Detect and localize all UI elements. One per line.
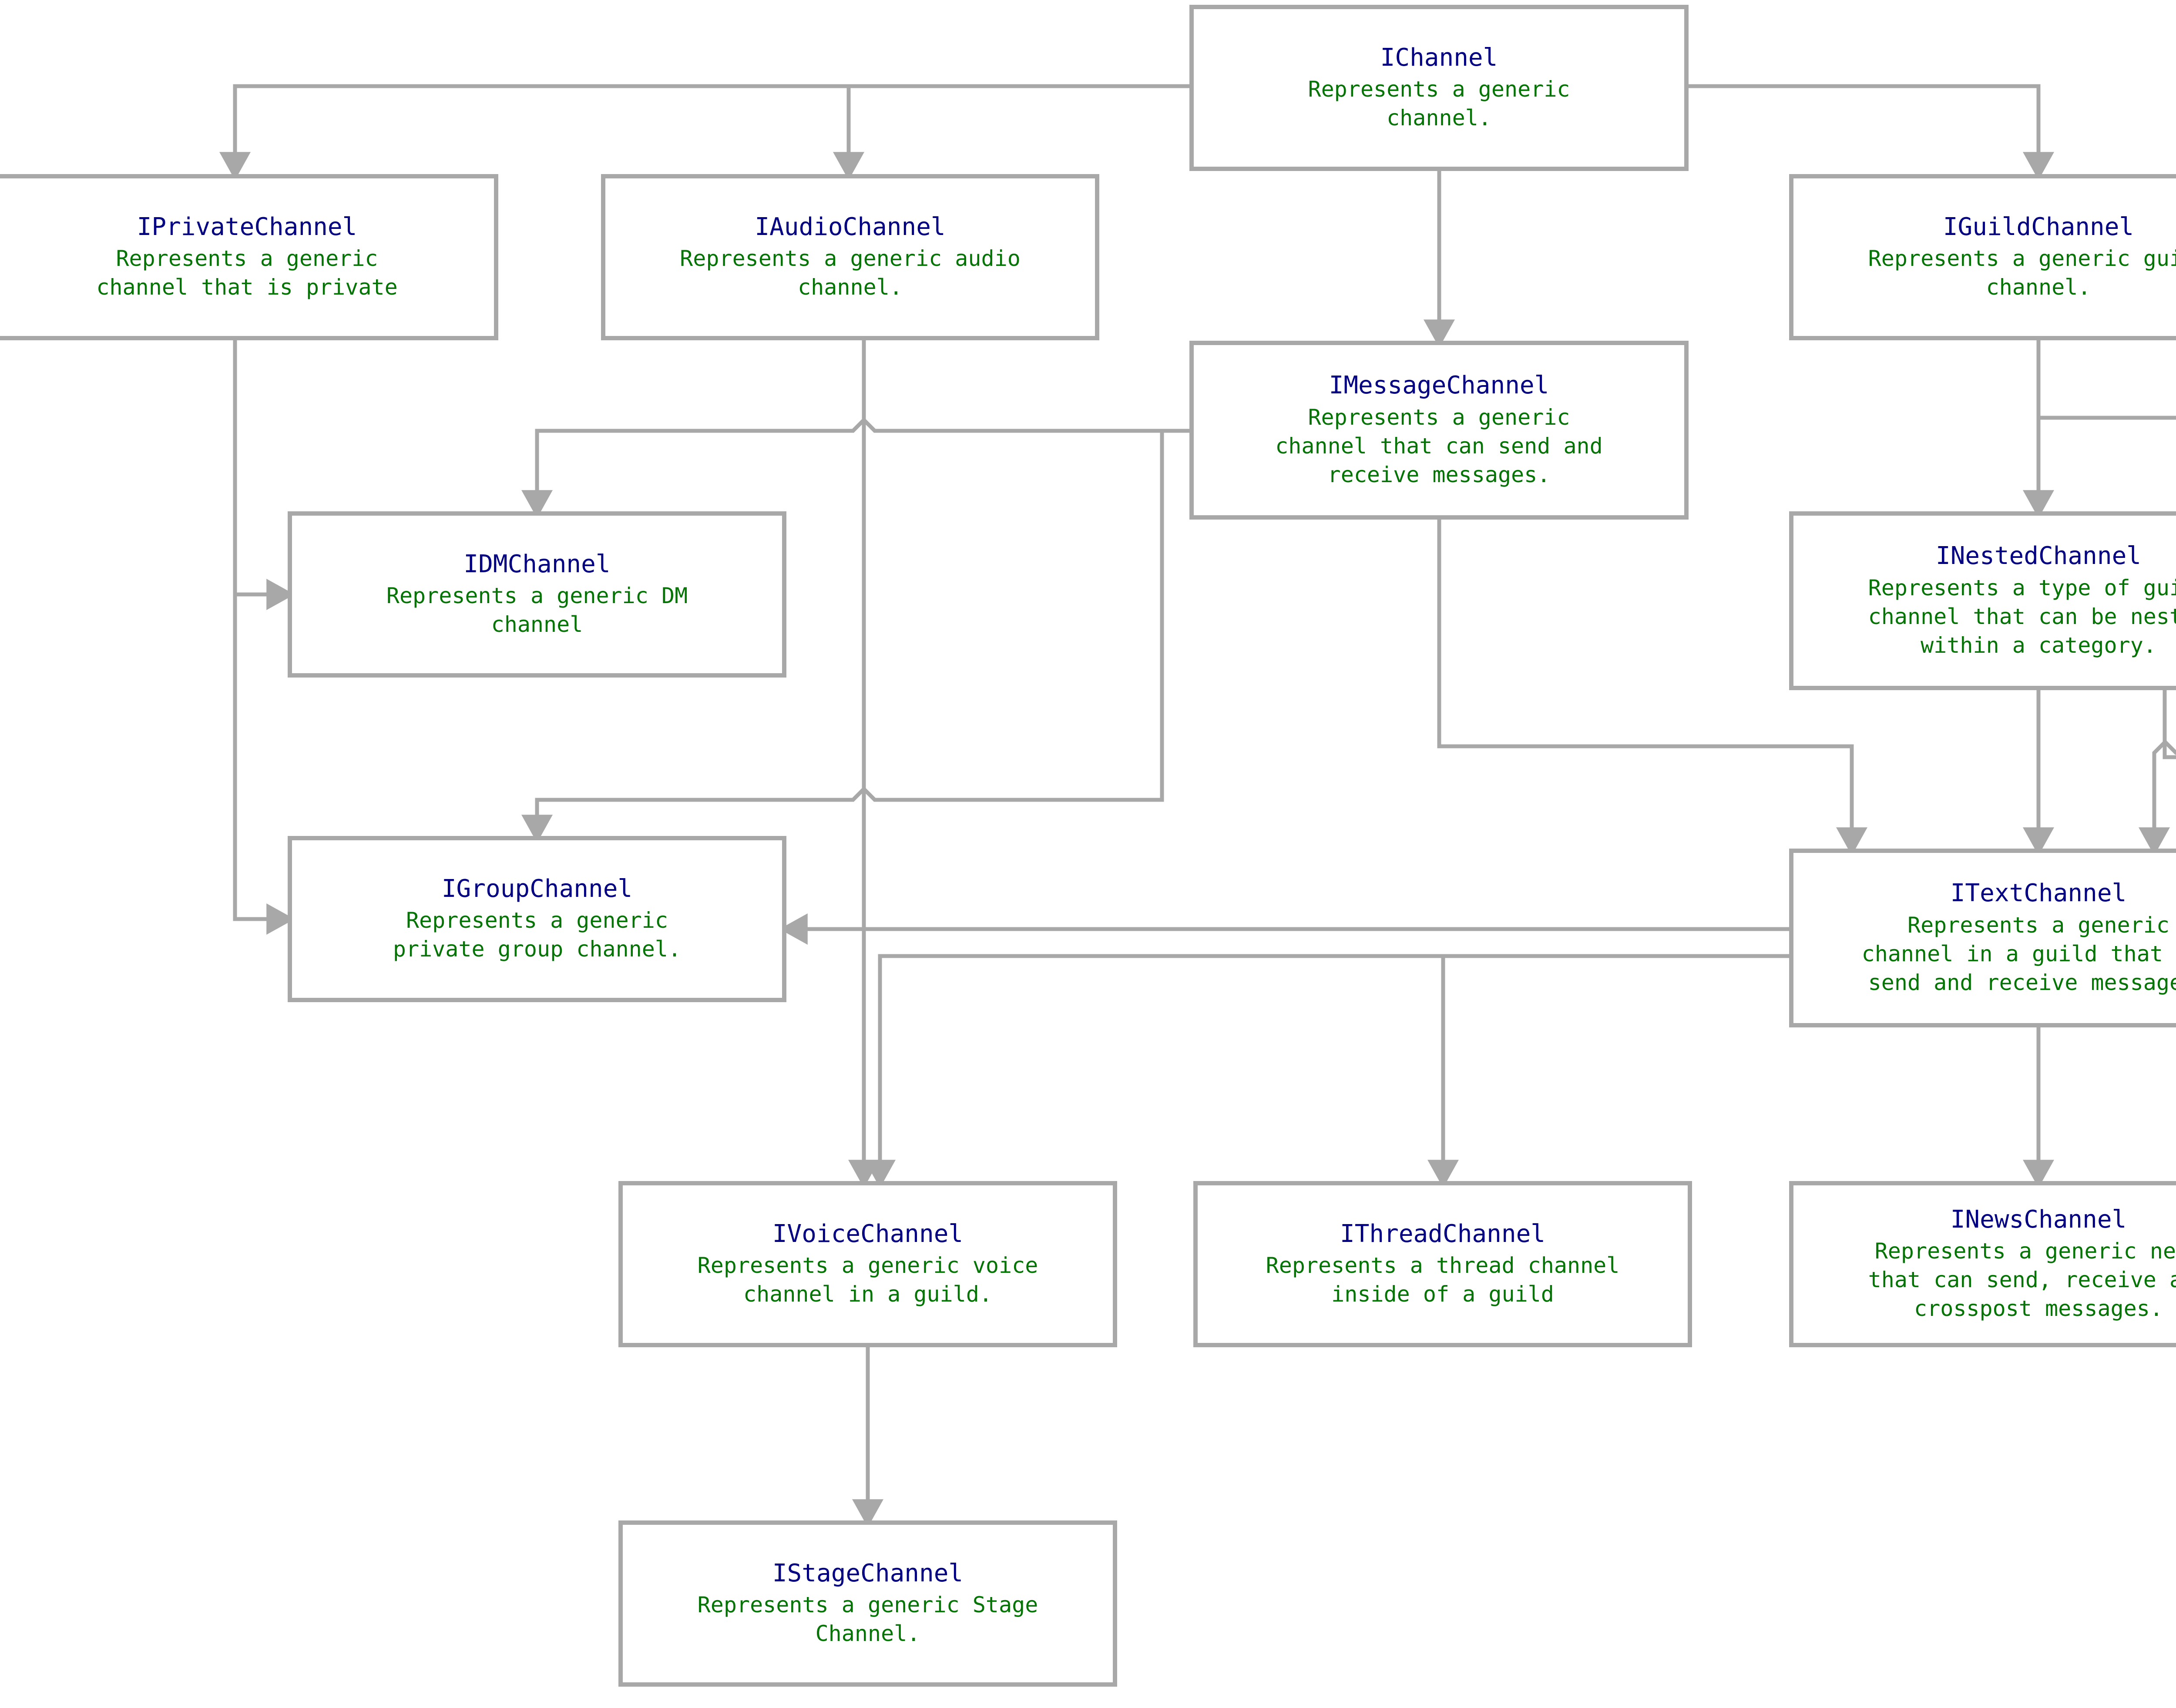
node-title: ITextChannel <box>1950 879 2127 908</box>
node-title: INestedChannel <box>1935 542 2141 570</box>
node-description: Represents a generic voice channel in a … <box>697 1253 1038 1307</box>
node-iguildchannel[interactable]: IGuildChannel Represents a generic guild… <box>1789 174 2176 340</box>
node-title: IAudioChannel <box>755 212 946 241</box>
node-ichannel[interactable]: IChannel Represents a generic channel. <box>1189 5 1689 171</box>
node-istagechannel[interactable]: IStageChannel Represents a generic Stage… <box>618 1520 1117 1687</box>
node-description: Represents a generic channel in a guild … <box>1861 912 2176 995</box>
node-title: IChannel <box>1380 43 1498 72</box>
edge-iprivatechannel-igroupchannel <box>233 340 295 935</box>
edge-group <box>219 84 2176 1527</box>
edge-imessagechannel-itextchannel <box>1437 520 1867 856</box>
edge-iguildchannel-iintegrationchannel <box>2036 340 2176 420</box>
node-title: IPrivateChannel <box>137 212 357 241</box>
node-description: Represents a generic audio channel. <box>680 246 1021 300</box>
edge-iprivatechannel-idmchannel <box>233 340 295 610</box>
node-inewschannel[interactable]: INewsChannel Represents a generic news t… <box>1789 1181 2176 1347</box>
node-description: Represents a thread channel inside of a … <box>1266 1253 1620 1307</box>
edge-itextchannel-ithreadchannel <box>1427 954 1789 1188</box>
node-description: Represents a generic channel that can se… <box>1275 404 1603 487</box>
node-description: Represents a type of guild channel that … <box>1868 575 2176 658</box>
node-title: IGuildChannel <box>1943 212 2134 241</box>
node-title: IMessageChannel <box>1329 371 1549 400</box>
edge-ichannel-iprivatechannel <box>219 84 1189 180</box>
node-iprivatechannel[interactable]: IPrivateChannel Represents a generic cha… <box>0 174 498 340</box>
node-inestedchannel[interactable]: INestedChannel Represents a type of guil… <box>1789 511 2176 690</box>
node-title: IStageChannel <box>772 1559 964 1587</box>
node-igroupchannel[interactable]: IGroupChannel Represents a generic priva… <box>288 836 786 1002</box>
node-ivoicechannel[interactable]: IVoiceChannel Represents a generic voice… <box>618 1181 1117 1347</box>
node-title: IThreadChannel <box>1340 1219 1545 1248</box>
node-ithreadchannel[interactable]: IThreadChannel Represents a thread chann… <box>1193 1181 1692 1347</box>
node-description: Represents a generic Stage Channel. <box>697 1592 1038 1647</box>
node-title: IVoiceChannel <box>772 1219 964 1248</box>
node-idmchannel[interactable]: IDMChannel Represents a generic DM chann… <box>288 511 786 678</box>
node-title: IGroupChannel <box>441 874 633 903</box>
edge-ichannel-iguildchannel <box>1689 84 2054 180</box>
node-description: Represents a generic channel that is pri… <box>96 246 398 300</box>
edge-iintegrationchannel-itextchannel <box>2139 739 2176 856</box>
edge-ichannel-iaudiochannel <box>833 84 1189 180</box>
edge-itextchannel-ivoicechannel <box>864 954 1789 1188</box>
node-title: IDMChannel <box>463 550 611 578</box>
node-description: Represents a generic news that can send,… <box>1868 1238 2176 1322</box>
node-description: Represents a generic DM channel <box>386 583 688 638</box>
node-imessagechannel[interactable]: IMessageChannel Represents a generic cha… <box>1189 341 1689 520</box>
node-title: INewsChannel <box>1950 1205 2127 1234</box>
node-description: Represents a generic private group chann… <box>393 908 682 962</box>
edge-imessagechannel-idmchannel <box>521 417 1189 518</box>
node-description: Represents a generic guild channel. <box>1868 246 2176 300</box>
node-itextchannel[interactable]: ITextChannel Represents a generic channe… <box>1789 849 2176 1027</box>
edge-inestedchannel-iforumchannel <box>2163 690 2176 759</box>
node-iaudiochannel[interactable]: IAudioChannel Represents a generic audio… <box>601 174 1099 340</box>
node-description: Represents a generic channel. <box>1308 77 1570 131</box>
